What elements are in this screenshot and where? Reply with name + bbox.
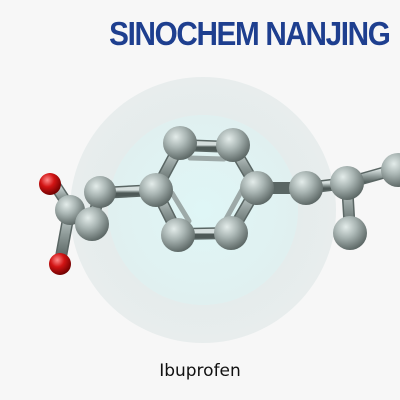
carbon-atom <box>333 216 367 250</box>
carbon-atom <box>139 173 173 207</box>
carbon-atom <box>330 166 364 200</box>
carbon-atom <box>214 216 248 250</box>
oxygen-atom <box>49 253 71 275</box>
brand-logo: SINOCHEM NANJING <box>109 15 392 52</box>
atoms <box>39 126 400 275</box>
carbon-atom <box>84 176 116 208</box>
carbon-atom <box>289 171 323 205</box>
carbon-atom <box>163 126 197 160</box>
carbon-atom <box>240 171 274 205</box>
carbon-atom <box>216 128 250 162</box>
oxygen-atom <box>39 173 61 195</box>
background-inner-halo <box>108 115 298 305</box>
carbon-atom <box>161 218 195 252</box>
molecule-name-caption: Ibuprofen <box>159 361 241 381</box>
carbon-atom <box>75 207 109 241</box>
carbon-atom <box>381 153 400 187</box>
